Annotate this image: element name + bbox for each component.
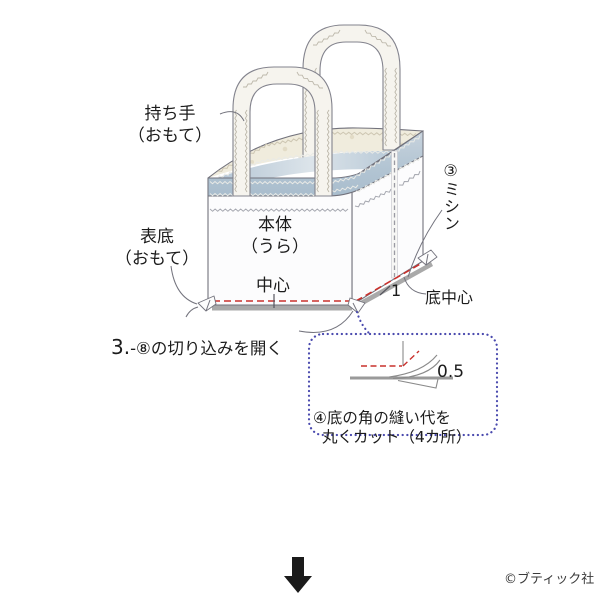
inset-caption: ④底の角の縫い代を 丸くカット（4カ所） bbox=[313, 389, 493, 467]
stitch-lines bbox=[209, 170, 421, 212]
measure-05-label: 0.5 bbox=[437, 362, 465, 382]
step-instruction: 3.-⑧の切り込みを開く bbox=[111, 314, 283, 361]
bottom-center-label: 底中心 bbox=[425, 288, 474, 307]
down-arrow-icon bbox=[284, 557, 312, 593]
bottom-seam-area bbox=[197, 249, 438, 314]
leader-lines bbox=[170, 111, 443, 333]
body-label: 本体 （うら） bbox=[241, 215, 309, 257]
inset-caption-line1: ④底の角の縫い代を bbox=[313, 408, 451, 427]
handle-label: 持ち手 （おもて） bbox=[127, 104, 213, 146]
inset-border bbox=[307, 332, 499, 437]
outer-bottom-label: 表底 （おもて） bbox=[114, 227, 200, 269]
step-number: 3. bbox=[111, 335, 131, 360]
front-handle bbox=[232, 66, 333, 197]
step-text: -⑧の切り込みを開く bbox=[130, 339, 283, 359]
side-seam bbox=[391, 150, 398, 279]
copyright-label: ©ブティック社 bbox=[504, 572, 595, 587]
measure-1-label: 1 bbox=[391, 281, 402, 300]
inset-caption-line2: 丸くカット（4カ所） bbox=[322, 428, 472, 447]
center-label: 中心 bbox=[256, 276, 290, 296]
inset-leader-dots bbox=[355, 310, 373, 337]
machine-stitch-label: ③ミシン bbox=[441, 161, 460, 232]
inset-detail-box bbox=[307, 310, 499, 437]
bag-front-face bbox=[207, 177, 353, 306]
